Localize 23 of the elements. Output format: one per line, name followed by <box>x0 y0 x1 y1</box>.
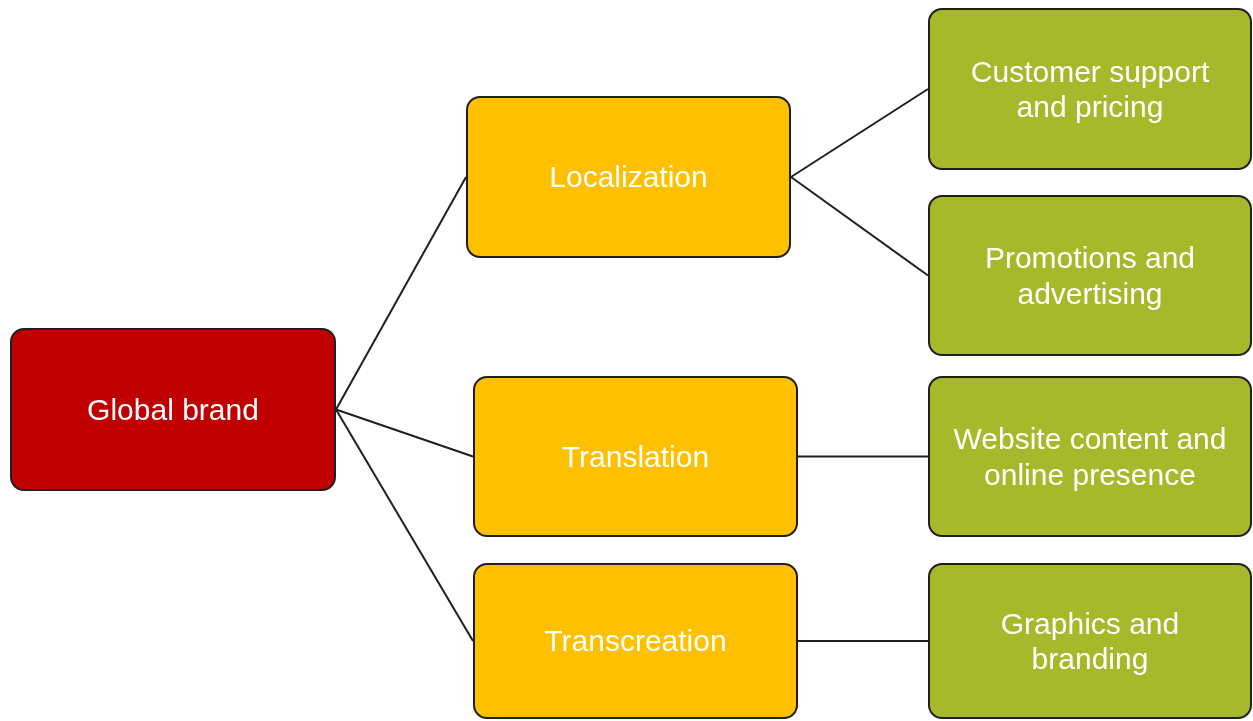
category-box <box>473 563 798 719</box>
connector-line <box>797 640 929 642</box>
category-box <box>466 96 791 258</box>
box-label: Graphics and branding <box>999 605 1181 677</box>
topic-box <box>928 563 1252 719</box>
topic-box <box>928 376 1252 537</box>
root-box <box>10 328 336 491</box>
box-label: Localization <box>549 159 708 195</box>
connector-line <box>335 408 474 458</box>
box-label: Global brand <box>87 391 259 428</box>
category-box <box>473 376 798 537</box>
connector-line <box>797 455 929 458</box>
topic-box <box>928 8 1252 170</box>
connector-line <box>790 176 929 277</box>
connector-line <box>790 88 929 178</box>
box-label: Website content and online presence <box>952 421 1228 492</box>
topic-box <box>928 195 1252 356</box>
box-label: Translation <box>561 438 710 475</box>
connector-line <box>335 176 467 411</box>
box-label: Customer support and pricing <box>969 53 1211 125</box>
box-label: Transcreation <box>544 623 727 659</box>
connector-line <box>335 408 474 642</box>
box-label: Promotions and advertising <box>983 240 1197 311</box>
